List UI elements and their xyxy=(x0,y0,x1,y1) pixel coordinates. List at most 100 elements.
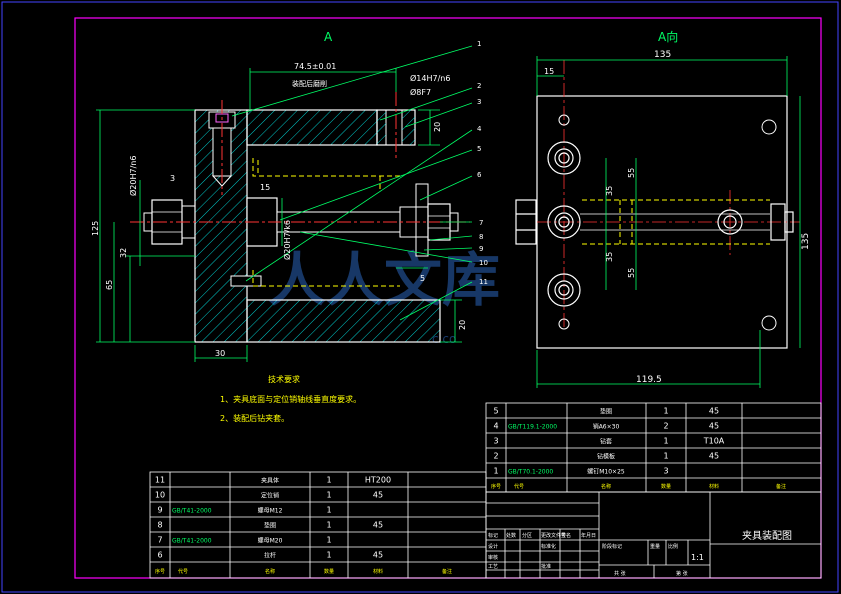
bolt-bottom xyxy=(547,273,581,307)
tech-req-line1: 1、夹具底面与定位销轴线垂直度要求。 xyxy=(220,394,361,404)
dim-119-5: 119.5 xyxy=(636,375,662,385)
balloon-10: 10 xyxy=(479,259,488,267)
tb-standard: 标准化 xyxy=(541,543,556,550)
part-material: 45 xyxy=(373,491,383,500)
fixture-body-base xyxy=(246,299,441,343)
part-material: 45 xyxy=(709,407,719,416)
drawing-name: 夹具装配图 xyxy=(742,529,792,542)
screw-hole-br xyxy=(761,315,777,331)
part-qty: 3 xyxy=(663,467,668,476)
part-qty: 1 xyxy=(663,407,668,416)
dim-125: 125 xyxy=(91,221,100,236)
side-view: 135 15 35 35 55 55 135 119.5 xyxy=(515,50,811,388)
title-block xyxy=(485,491,822,579)
part-qty: 1 xyxy=(326,491,331,500)
balloon-4: 4 xyxy=(477,125,482,133)
side-nut-left xyxy=(515,199,537,245)
part-qty: 1 xyxy=(663,437,668,446)
dim-fit-8: Ø8F7 xyxy=(410,87,431,97)
header-qty: 数量 xyxy=(661,483,671,490)
part-qty: 1 xyxy=(326,506,331,515)
tb-approve: 批准 xyxy=(541,563,551,570)
part-no: 7 xyxy=(157,536,162,545)
tb-sheet: 第 张 xyxy=(676,570,688,577)
balloon-1: 1 xyxy=(477,40,481,48)
part-no: 1 xyxy=(493,467,498,476)
parts-list-upper xyxy=(485,402,822,493)
tb-change-doc: 更改文件号 xyxy=(541,532,566,539)
dim-32: 32 xyxy=(119,248,128,258)
dim-note-top: 装配后磨削 xyxy=(292,79,327,88)
part-name: 螺母M12 xyxy=(258,507,283,515)
header-material: 材料 xyxy=(709,483,719,490)
tb-sign: 签名 xyxy=(561,532,571,539)
part-material: T10A xyxy=(703,437,725,446)
part-material: 45 xyxy=(373,551,383,560)
part-name: 螺钉M10×25 xyxy=(587,468,625,476)
part-qty: 1 xyxy=(326,536,331,545)
balloon-6: 6 xyxy=(477,171,482,179)
dim-65: 65 xyxy=(105,280,114,290)
header-no: 序号 xyxy=(155,568,165,575)
screw-hole-tr xyxy=(761,119,777,135)
drill-plate xyxy=(246,109,378,146)
dim-5: 5 xyxy=(420,274,425,283)
tb-sheets: 共 张 xyxy=(614,570,626,577)
tb-count: 处数 xyxy=(506,532,516,539)
tb-design: 设计 xyxy=(488,543,498,550)
dim-135-right: 135 xyxy=(801,233,811,250)
dim-74-5: 74.5±0.01 xyxy=(294,62,336,71)
header-name: 名称 xyxy=(265,568,275,575)
part-name: 夹具体 xyxy=(261,477,279,485)
workpiece-outline xyxy=(252,158,400,287)
part-std: GB/T119.1-2000 xyxy=(508,424,557,431)
balloon-8: 8 xyxy=(479,233,483,241)
part-qty: 2 xyxy=(663,422,668,431)
balloon-3: 3 xyxy=(477,98,481,106)
dim-15-side: 15 xyxy=(544,67,554,76)
part-name: 钻模板 xyxy=(597,453,615,461)
balloon-7: 7 xyxy=(479,219,483,227)
header-qty: 数量 xyxy=(324,568,334,575)
dim-fit-20b: Ø20H7/k6 xyxy=(282,220,292,260)
front-view: 74.5±0.01 装配后磨削 Ø14H7/n6 Ø8F7 20 Ø20H7/n… xyxy=(91,40,488,362)
part-no: 6 xyxy=(157,551,162,560)
balloon-5: 5 xyxy=(477,145,481,153)
bolt-mid xyxy=(547,205,581,239)
part-name: 垫圈 xyxy=(600,408,612,416)
balloon-9: 9 xyxy=(479,245,483,253)
dim-fit-14: Ø14H7/n6 xyxy=(410,73,450,83)
part-qty: 1 xyxy=(663,452,668,461)
parts-list-lower xyxy=(149,471,487,579)
dim-55-a: 55 xyxy=(627,168,636,178)
part-no: 4 xyxy=(493,422,498,431)
part-name: 垫圈 xyxy=(264,522,276,530)
part-qty: 1 xyxy=(326,521,331,530)
dim-55-b: 55 xyxy=(627,268,636,278)
tech-req-title: 技术要求 xyxy=(268,374,300,384)
dim-35-b: 35 xyxy=(605,252,614,262)
part-name: 钻套 xyxy=(600,438,612,446)
part-qty: 1 xyxy=(326,476,331,485)
part-material: 45 xyxy=(709,452,719,461)
dim-3: 3 xyxy=(170,174,175,183)
header-note: 备注 xyxy=(442,568,452,575)
dim-20-bot: 20 xyxy=(458,320,467,330)
part-std: GB/T70.1-2000 xyxy=(508,469,553,476)
tb-weight: 重量 xyxy=(650,543,660,550)
header-std: 代号 xyxy=(514,483,524,490)
header-note: 备注 xyxy=(776,483,786,490)
balloon-11: 11 xyxy=(479,278,488,286)
pin-hole-top xyxy=(558,114,570,126)
tech-req-line2: 2、装配后钻夹套。 xyxy=(220,413,289,423)
part-no: 3 xyxy=(493,437,498,446)
part-std: GB/T41-2000 xyxy=(172,508,212,515)
tb-date: 年月日 xyxy=(581,532,596,539)
part-material: 45 xyxy=(373,521,383,530)
view-label-side: A向 xyxy=(658,29,678,44)
part-no: 9 xyxy=(157,506,162,515)
part-no: 5 xyxy=(493,407,498,416)
part-name: 定位销 xyxy=(261,492,279,500)
